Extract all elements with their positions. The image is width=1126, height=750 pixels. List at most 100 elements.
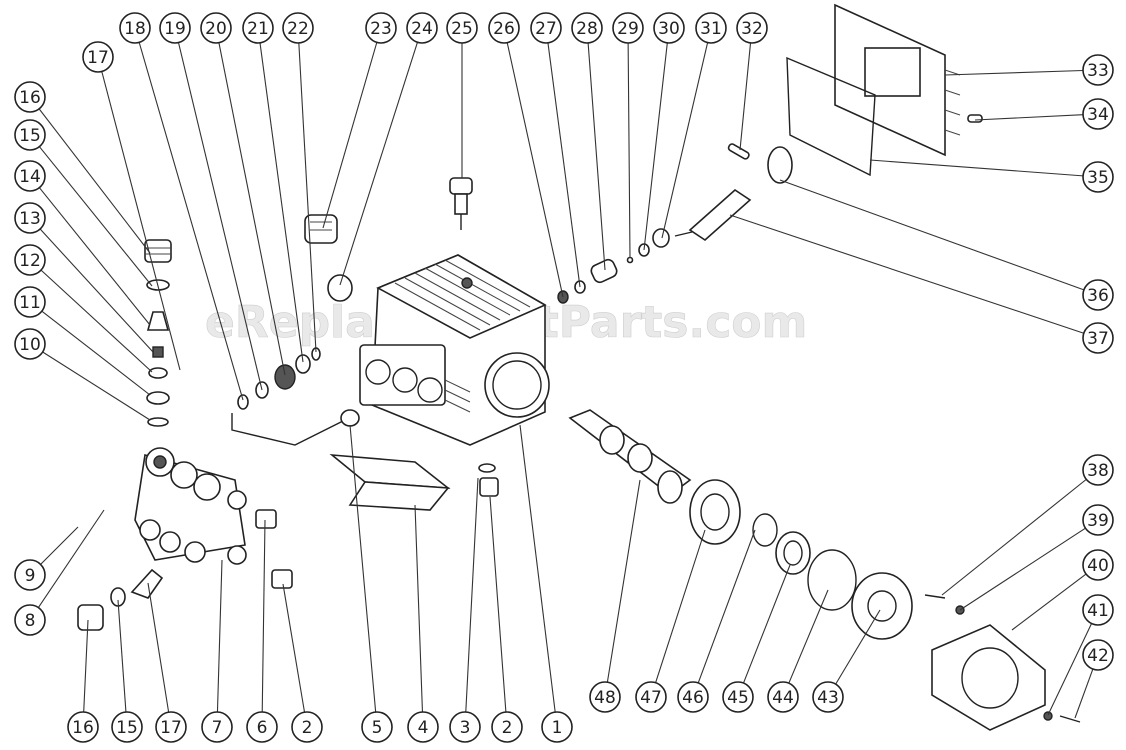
callout-number: 8 [25,611,36,631]
leader-line-c47 [655,529,706,683]
callout-number: 10 [19,335,41,355]
callout-c4: 4 [407,711,439,743]
callout-number: 36 [1087,286,1109,306]
callout-c7: 7 [201,711,233,743]
leader-line-c45 [742,564,791,684]
leader-line-c38 [941,478,1087,596]
callout-circle [82,41,114,73]
callout-number: 31 [700,19,722,39]
callout-number: 12 [19,251,41,271]
callout-c36: 36 [1082,279,1114,311]
callout-number: 35 [1087,168,1109,188]
callout-circle [159,12,191,44]
callout-circle [407,711,439,743]
callout-circle [653,12,685,44]
callout-number: 30 [658,19,680,39]
callout-number: 45 [727,688,749,708]
camshaft-parts-drawing [568,409,913,640]
callout-c38: 38 [1082,454,1114,486]
callout-c20: 20 [200,12,232,44]
callout-circle [365,12,397,44]
leader-line-c6 [261,519,266,713]
callout-circle [14,286,46,318]
callout-number: 19 [164,19,186,39]
callout-number: 14 [19,167,41,187]
callout-c22: 22 [282,12,314,44]
callout-c27: 27 [530,12,562,44]
leader-line-c10 [42,351,151,421]
callout-number: 41 [1087,601,1109,621]
callout-number: 17 [160,718,182,738]
callout-number: 16 [19,88,41,108]
leader-line-c21 [259,42,304,363]
leader-line-c16a [38,108,151,254]
callout-circle [589,681,621,713]
callout-c17b: 17 [155,711,187,743]
callout-c40: 40 [1082,549,1114,581]
callout-circle [1082,504,1114,536]
leader-line-c40 [1011,573,1087,631]
callout-c12: 12 [14,244,46,276]
callout-c5: 5 [361,711,393,743]
callout-circle [695,12,727,44]
leader-line-c14 [38,187,151,326]
callout-number: 22 [287,19,309,39]
callout-circle [14,160,46,192]
callout-c17a: 17 [82,41,114,73]
callout-circle [111,711,143,743]
callout-number: 39 [1087,511,1109,531]
leader-line-c1 [519,424,556,713]
callout-number: 1 [552,718,563,738]
callout-c2b: 2 [291,711,323,743]
callout-number: 5 [372,718,383,738]
callout-number: 7 [212,718,223,738]
plug-parts-drawing [304,177,473,302]
callout-circle [446,12,478,44]
callout-circle [1082,594,1114,626]
flange-parts-drawing [924,594,1081,731]
leader-line-c39 [959,527,1086,611]
callout-c8: 8 [14,604,46,636]
leader-line-c11 [41,310,151,396]
callout-c19: 19 [159,12,191,44]
callout-c15a: 15 [14,119,46,151]
callout-number: 42 [1087,646,1109,666]
callout-circle [406,12,438,44]
callout-number: 23 [370,19,392,39]
leader-line-c9 [40,526,79,565]
callout-circle [1082,161,1114,193]
leader-line-c44 [788,589,829,684]
leader-line-c30 [643,42,668,251]
callout-number: 9 [25,566,36,586]
callout-c10: 10 [14,328,46,360]
leader-line-c5 [349,424,377,713]
callout-circle [571,12,603,44]
callout-number: 3 [460,718,471,738]
callout-circle [1082,639,1114,671]
callout-circle [722,681,754,713]
callout-circle [14,81,46,113]
callout-c30: 30 [653,12,685,44]
manifold-drawing [134,447,247,565]
callout-number: 20 [205,19,227,39]
crankcase-drawing [359,254,550,446]
callout-number: 4 [418,718,429,738]
callout-number: 47 [640,688,662,708]
callout-circle [291,711,323,743]
callout-circle [530,12,562,44]
callout-c1: 1 [541,711,573,743]
callout-c24: 24 [406,12,438,44]
callout-c3: 3 [449,711,481,743]
callout-number: 6 [257,718,268,738]
callout-circle [14,119,46,151]
callout-c9: 9 [14,559,46,591]
callout-circle [767,681,799,713]
callout-circle [736,12,768,44]
leader-line-c8 [37,509,105,608]
leader-lines [37,42,1094,719]
callout-circle [200,12,232,44]
leader-line-c41 [1047,623,1093,716]
callout-number: 26 [493,19,515,39]
callout-number: 25 [451,19,473,39]
